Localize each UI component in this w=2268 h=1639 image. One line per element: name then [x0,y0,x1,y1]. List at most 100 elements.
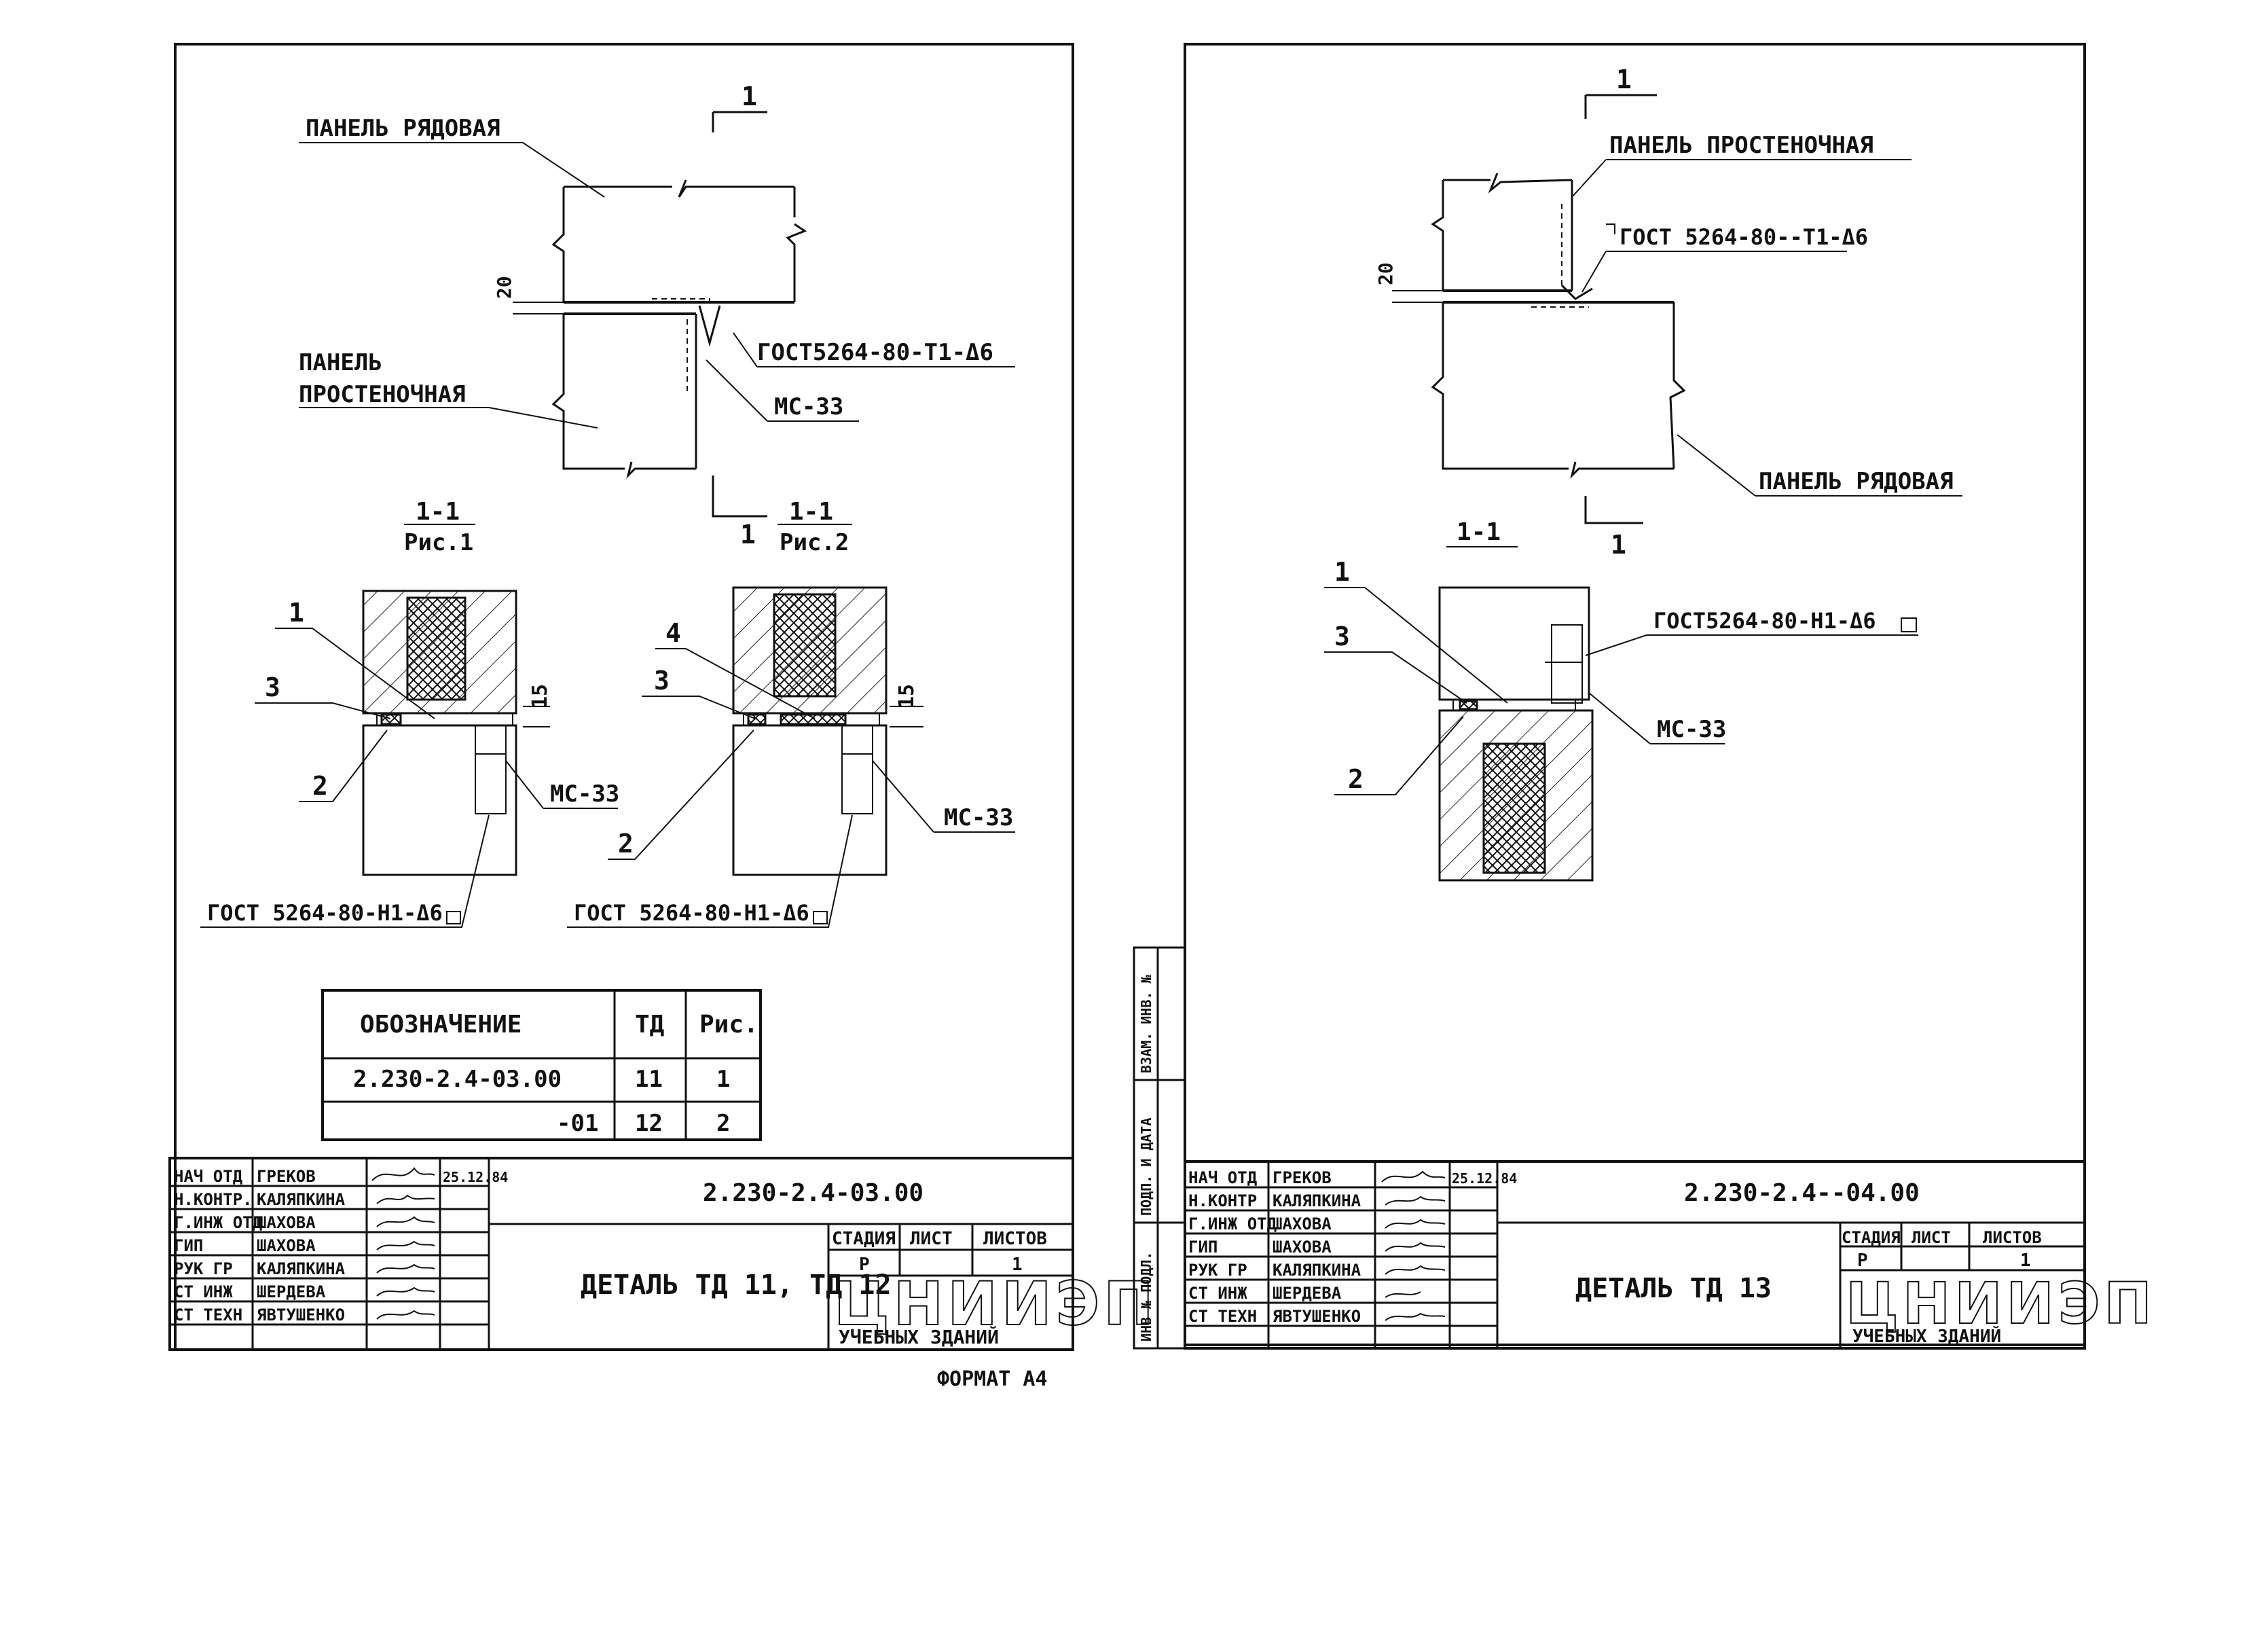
right-section-embedded-label: МС-33 [1657,716,1726,743]
left-tb-sheets-header: ЛИСТОВ [983,1229,1047,1249]
left-title-block: 2.230-2.4-03.00 НАЧ ОТД Н.КОНТР. Г.ИНЖ О… [168,1157,1158,1351]
right-tb-date: 25.12.84 [1452,1170,1517,1187]
left-plan-label-panel-pier-2: ПРОСТЕНОЧНАЯ [299,381,466,408]
left-tb-role-6: СТ ТЕХН [174,1305,242,1325]
table-row-1-fig: 1 [716,1066,730,1093]
left-plan-view: 1 20 1 ПАНЕЛЬ РЯДОВАЯ ПАНЕЛЬ ПРОСТЕНОЧНА… [299,82,1015,550]
right-tb-org-logo: ЦНИИЭП [1846,1270,2156,1337]
right-section-callout-2: 2 [1348,764,1364,794]
left-tb-name-1: КАЛЯПКИНА [257,1190,346,1209]
right-plan-section-mark-bottom: 1 [1611,530,1626,560]
right-section-weld-label: ГОСТ5264-80-Н1-Δ6 [1653,608,1876,634]
left-tb-sheets-value: 1 [1012,1255,1023,1275]
right-tb-role-2: Г.ИНЖ ОТД [1188,1214,1277,1233]
right-tb-sheets-value: 1 [2020,1250,2031,1271]
left-tb-name-6: ЯВТУШЕНКО [257,1305,345,1325]
left-fig2-section: 1-1 Рис.2 15 4 3 2 МС-33 ГОСТ 5264-80-Н1… [567,498,1015,928]
right-plan-label-panel-pier: ПАНЕЛЬ ПРОСТЕНОЧНАЯ [1609,132,1873,159]
left-tb-org-sub: УЧЕБНЫХ ЗДАНИЙ [839,1325,999,1348]
left-tb-name-5: ШЕРДЕВА [257,1282,326,1301]
right-section-callout-3: 3 [1334,622,1350,651]
left-sheet: 1 20 1 ПАНЕЛЬ РЯДОВАЯ ПАНЕЛЬ ПРОСТЕНОЧНА… [168,43,1158,1391]
left-fig2-dim-15: 15 [895,684,919,708]
left-plan-dim-20: 20 [493,276,515,299]
left-tb-name-4: КАЛЯПКИНА [257,1259,346,1278]
left-fig1-dim-15: 15 [528,684,552,708]
right-tb-name-1: КАЛЯПКИНА [1273,1191,1361,1210]
right-section-insulation [1482,742,1546,874]
right-tb-name-5: ШЕРДЕВА [1273,1284,1342,1303]
right-tb-role-1: Н.КОНТР [1188,1191,1257,1210]
left-tb-title: ДЕТАЛЬ ТД 11, ТД 12 [581,1269,892,1301]
right-strip-label-0: ИНВ № ПОДЛ. [1138,1252,1154,1341]
right-strip-label-2: ВЗАМ. ИНВ. № [1138,975,1154,1073]
right-title-block: 2.230-2.4--04.00 НАЧ ОТД Н.КОНТР Г.ИНЖ О… [1184,1160,2156,1350]
left-fig1-insulation [406,596,467,701]
right-tb-role-0: НАЧ ОТД [1188,1168,1257,1187]
right-section-title: 1-1 [1457,518,1501,546]
right-tb-name-4: КАЛЯПКИНА [1273,1261,1361,1280]
right-tb-sheet-header: ЛИСТ [1912,1228,1951,1247]
left-plan-label-panel-row: ПАНЕЛЬ РЯДОВАЯ [306,115,500,142]
left-plan-weld-label: ГОСТ5264-80-Т1-Δ6 [757,339,993,366]
table-row-1-designation: 2.230-2.4-03.00 [353,1066,562,1093]
left-fig1-callout-2: 2 [312,771,328,801]
left-tb-role-2: Г.ИНЖ ОТД [174,1213,262,1232]
right-tb-name-3: ШАХОВА [1273,1238,1332,1257]
right-tb-doc-code: 2.230-2.4--04.00 [1684,1179,1920,1207]
right-plan-weld-label: ГОСТ 5264-80--Т1-Δ6 [1620,224,1868,250]
left-tb-date: 25.12.84 [443,1169,508,1185]
left-plan-section-mark-bottom: 1 [740,520,756,550]
left-tb-name-2: ШАХОВА [257,1213,316,1232]
right-tb-title: ДЕТАЛЬ ТД 13 [1575,1273,1772,1304]
left-tb-name-0: ГРЕКОВ [257,1167,316,1186]
left-format-note: ФОРМАТ А4 [937,1367,1048,1391]
left-plan-section-mark-top: 1 [742,82,757,111]
left-plan-label-panel-pier-1: ПАНЕЛЬ [299,349,382,376]
right-side-strip: ИНВ № ПОДЛ. ПОДП. И ДАТА ВЗАМ. ИНВ. № [1133,946,1186,1350]
left-tb-sheet-header: ЛИСТ [910,1229,953,1249]
left-tb-role-4: РУК ГР [174,1259,233,1278]
table-header-designation: ОБОЗНАЧЕНИЕ [360,1011,522,1039]
right-strip-label-1: ПОДП. И ДАТА [1138,1118,1154,1217]
right-tb-stage-header: СТАДИЯ [1842,1228,1901,1247]
left-fig2-insulation [773,593,837,698]
right-plan-view: 1 20 1 ПАНЕЛЬ ПРОСТЕНОЧНАЯ ГОСТ 5264-80-… [1374,65,1962,560]
right-section-upper-panel [1438,586,1590,701]
table-row-2-designation: -01 [557,1110,598,1137]
left-tb-doc-code: 2.230-2.4-03.00 [703,1179,923,1207]
right-tb-role-3: ГИП [1188,1238,1218,1257]
table-row-1-td: 11 [635,1066,663,1093]
left-fig1-fig-title: Рис.1 [404,529,473,556]
left-tb-stage-header: СТАДИЯ [832,1229,896,1249]
left-fig2-embedded-label: МС-33 [944,804,1013,831]
right-tb-org-sub: УЧЕБНЫХ ЗДАНИЙ [1852,1325,2001,1347]
left-fig1-embedded-label: МС-33 [550,780,619,808]
right-plan-section-mark-top: 1 [1616,65,1632,94]
table-row-2-td: 12 [635,1110,663,1137]
left-fig2-callout-4: 4 [665,618,681,648]
right-tb-name-0: ГРЕКОВ [1273,1168,1332,1187]
right-tb-sheets-header: ЛИСТОВ [1983,1228,2042,1247]
left-tb-role-3: ГИП [174,1236,203,1255]
left-tb-org-logo: ЦНИИЭП [834,1269,1158,1339]
left-designation-table: ОБОЗНАЧЕНИЕ ТД Рис. 2.230-2.4-03.00 11 1… [321,989,762,1141]
left-sheet-frame [174,43,1074,1351]
left-fig2-section-title: 1-1 [789,498,833,526]
left-tb-stage-value: Р [859,1255,870,1275]
right-plan-dim-20: 20 [1374,262,1397,285]
right-tb-name-6: ЯВТУШЕНКО [1273,1307,1361,1326]
right-section: 1-1 1 3 2 ГОСТ5264-80-Н1-Δ6 МС-33 [1324,518,1918,882]
left-tb-role-1: Н.КОНТР. [174,1190,253,1209]
right-sheet-frame [1184,43,2086,1346]
left-tb-role-0: НАЧ ОТД [174,1167,242,1186]
left-fig2-fig-title: Рис.2 [780,529,849,556]
left-plan-embedded-label: МС-33 [774,393,843,420]
right-tb-role-5: СТ ИНЖ [1188,1284,1247,1303]
left-fig2-callout-3: 3 [654,666,670,696]
right-section-callout-1: 1 [1334,557,1350,587]
left-fig1-weld-label: ГОСТ 5264-80-Н1-Δ6 [207,900,443,926]
right-plan-label-panel-row: ПАНЕЛЬ РЯДОВАЯ [1759,468,1954,495]
table-header-fig: Рис. [699,1011,758,1039]
